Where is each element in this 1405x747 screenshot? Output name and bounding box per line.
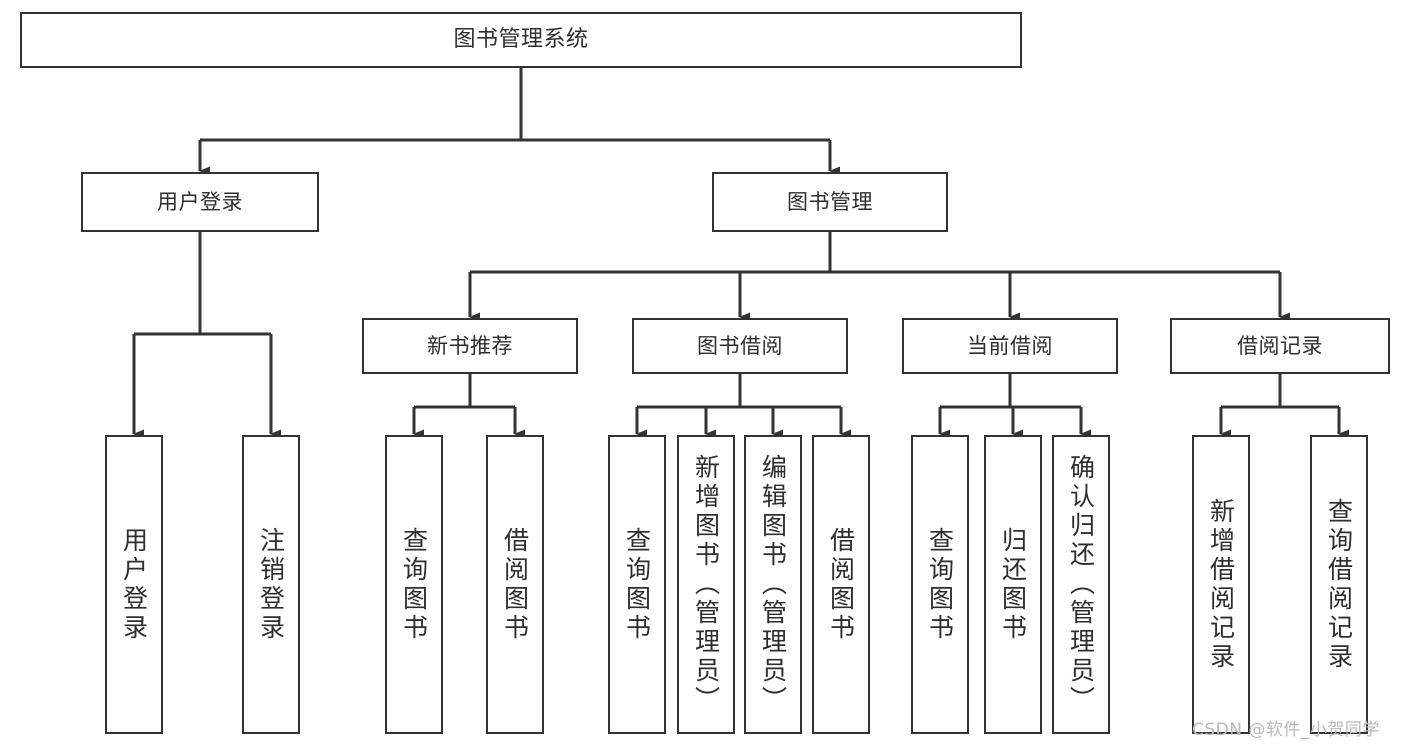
node-label-leaf-edit-book-admin: 编辑图书（管理员） [758, 454, 788, 715]
node-label-leaf-user-login: 用户登录 [119, 526, 149, 643]
node-root[interactable]: 图书管理系统 [20, 12, 1022, 68]
node-label-current-borrow: 当前借阅 [967, 333, 1053, 358]
node-label-leaf-add-book-admin: 新增图书（管理员） [691, 454, 721, 715]
node-label-leaf-query-book-current: 查询图书 [925, 526, 955, 643]
node-label-new-book-rec: 新书推荐 [427, 333, 513, 358]
node-leaf-query-book-borrow[interactable]: 查询图书 [608, 435, 666, 734]
node-label-leaf-add-borrow-record: 新增借阅记录 [1206, 497, 1236, 672]
node-label-leaf-confirm-return-admin: 确认归还（管理员） [1066, 454, 1096, 715]
node-current-borrow[interactable]: 当前借阅 [902, 318, 1118, 374]
node-leaf-edit-book-admin[interactable]: 编辑图书（管理员） [744, 435, 802, 734]
node-label-leaf-borrow-book-rec: 借阅图书 [500, 526, 530, 643]
node-user-login[interactable]: 用户登录 [81, 172, 319, 232]
node-leaf-borrow-book-rec[interactable]: 借阅图书 [486, 435, 544, 734]
node-label-borrow-record: 借阅记录 [1237, 333, 1323, 358]
node-leaf-add-borrow-record[interactable]: 新增借阅记录 [1192, 435, 1250, 734]
node-label-user-login: 用户登录 [157, 189, 243, 214]
node-label-book-manage: 图书管理 [787, 189, 873, 214]
node-label-leaf-return-book: 归还图书 [998, 526, 1028, 643]
node-new-book-rec[interactable]: 新书推荐 [362, 318, 578, 374]
node-leaf-add-book-admin[interactable]: 新增图书（管理员） [677, 435, 735, 734]
node-leaf-query-book-rec[interactable]: 查询图书 [385, 435, 443, 734]
node-label-book-borrow: 图书借阅 [697, 333, 783, 358]
node-label-leaf-logout: 注销登录 [256, 526, 286, 643]
node-label-leaf-borrow-book: 借阅图书 [826, 526, 856, 643]
watermark-text: CSDN @软件_小贺同学 [1192, 720, 1380, 740]
node-book-borrow[interactable]: 图书借阅 [632, 318, 848, 374]
node-leaf-confirm-return-admin[interactable]: 确认归还（管理员） [1052, 435, 1110, 734]
node-leaf-user-login[interactable]: 用户登录 [105, 435, 163, 734]
node-label-root: 图书管理系统 [453, 27, 589, 53]
node-label-leaf-query-book-borrow: 查询图书 [622, 526, 652, 643]
node-leaf-borrow-book[interactable]: 借阅图书 [812, 435, 870, 734]
node-leaf-return-book[interactable]: 归还图书 [984, 435, 1042, 734]
node-borrow-record[interactable]: 借阅记录 [1170, 318, 1390, 374]
node-label-leaf-query-borrow-record: 查询借阅记录 [1324, 497, 1354, 672]
node-book-manage[interactable]: 图书管理 [712, 172, 948, 232]
node-label-leaf-query-book-rec: 查询图书 [399, 526, 429, 643]
node-leaf-logout[interactable]: 注销登录 [242, 435, 300, 734]
node-leaf-query-borrow-record[interactable]: 查询借阅记录 [1310, 435, 1368, 734]
node-leaf-query-book-current[interactable]: 查询图书 [911, 435, 969, 734]
